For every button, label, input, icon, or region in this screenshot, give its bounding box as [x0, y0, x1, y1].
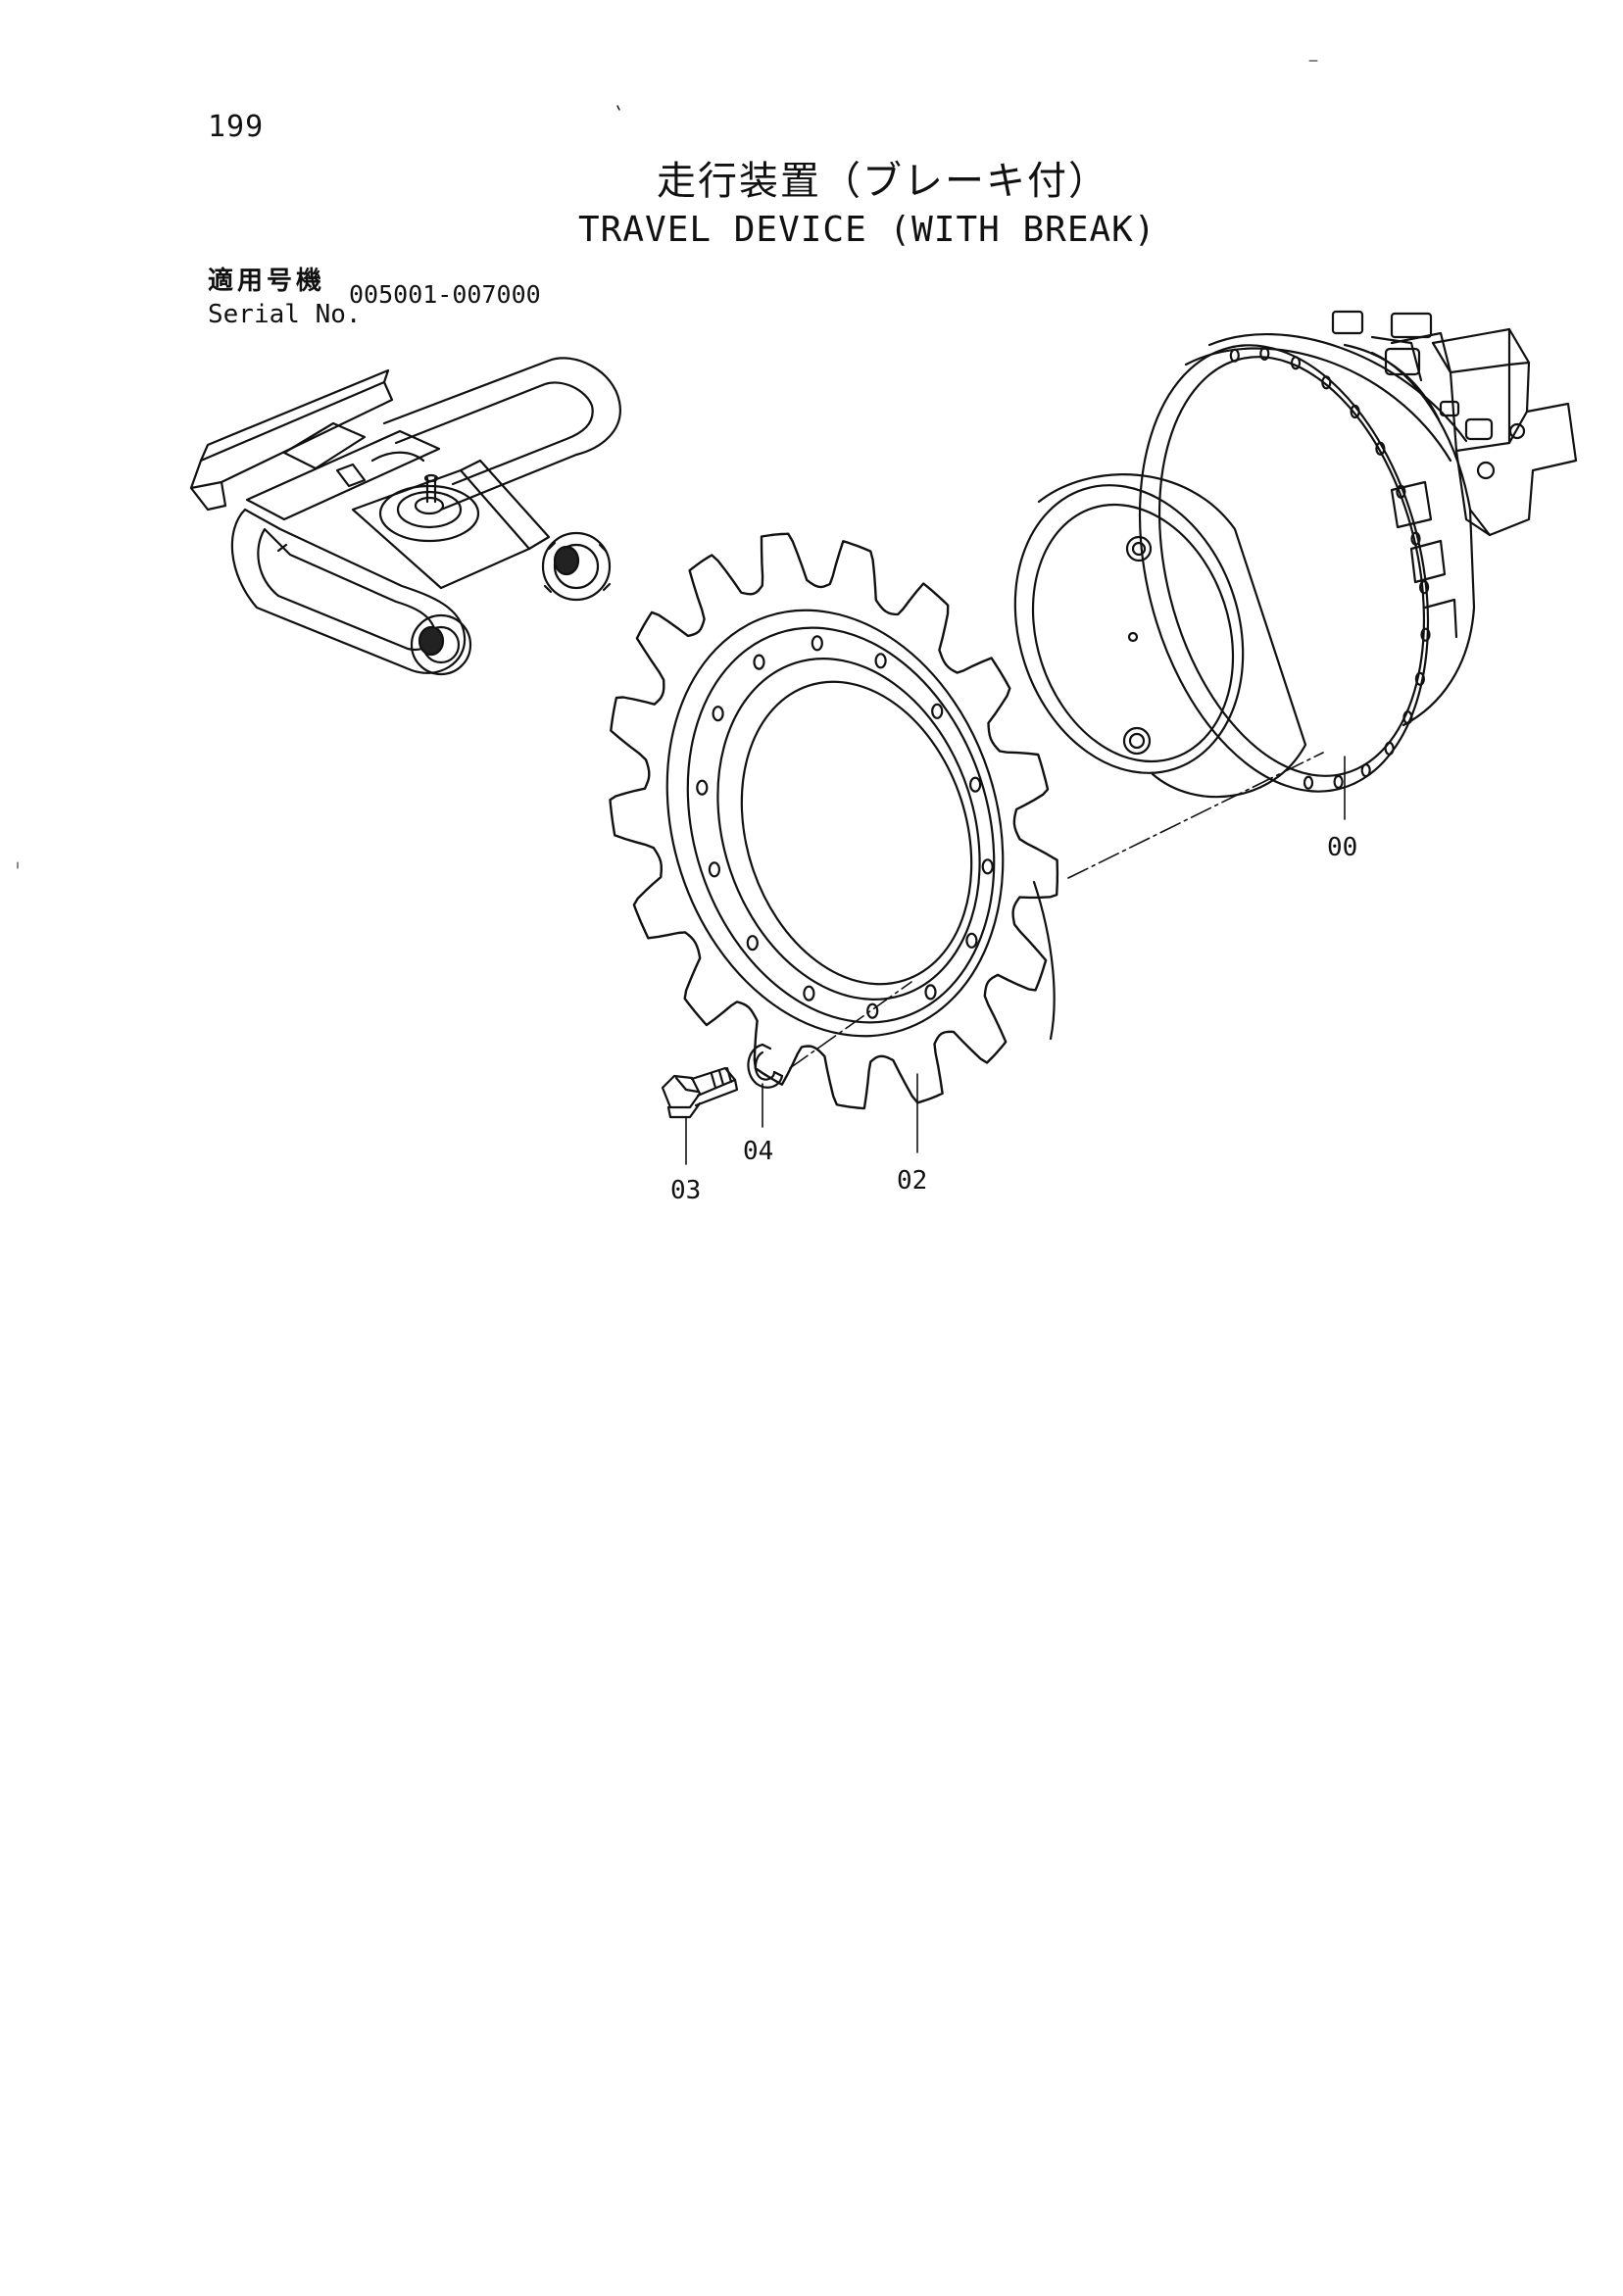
page-number: 199 [208, 110, 265, 144]
sprocket-drawing [611, 534, 1057, 1108]
sprocket-bolt-hole [966, 934, 976, 948]
motor-flange-bolt-hole [1260, 348, 1268, 360]
page-title-english: TRAVEL DEVICE (WITH BREAK) [578, 210, 1156, 250]
bolt-drawing [663, 1068, 737, 1117]
motor-flange-bolt-hole [1352, 406, 1359, 417]
motor-flange-bolt-hole [1397, 486, 1404, 498]
sprocket-bolt-hole [867, 1004, 877, 1018]
motor-flange-bolt-hole [1376, 443, 1384, 455]
sprocket-bolt-hole [804, 987, 813, 1001]
motor-flange-bolt-hole [1422, 629, 1430, 641]
sprocket-bolt-hole [876, 654, 886, 667]
motor-flange-bolt-hole [1420, 581, 1428, 593]
motor-flange-bolt-hole [1292, 357, 1300, 368]
sprocket-bolt-hole [713, 707, 723, 720]
serial-label-english: Serial No. [208, 300, 362, 329]
sprocket-bolt-hole [710, 862, 719, 876]
sprocket-bolt-hole [755, 656, 764, 669]
motor-flange-bolt-hole [1412, 533, 1420, 545]
motor-flange-bolt-hole [1304, 777, 1312, 789]
page-title-japanese: 走行装置（ブレーキ付） [657, 159, 1109, 204]
motor-flange-bolt-hole [1362, 764, 1370, 776]
sprocket-bolt-hole [748, 936, 758, 950]
motor-flange-bolt-hole [1386, 743, 1394, 755]
serial-number-range: 005001-007000 [349, 280, 541, 309]
sprocket-bolt-hole [926, 985, 936, 999]
callout-leader-lines [686, 753, 1345, 1164]
callout-label-bolt: 03 [670, 1176, 702, 1205]
motor-flange-bolt-hole [1322, 376, 1330, 388]
callout-label-travel-motor: 00 [1327, 833, 1358, 862]
callout-label-sprocket: 02 [897, 1166, 928, 1196]
travel-motor-drawing [979, 312, 1576, 822]
sprocket-bolt-hole [697, 781, 707, 795]
lock-washer-drawing [748, 1045, 782, 1088]
callout-label-washer: 04 [743, 1137, 774, 1166]
motor-flange-bolt-hole [1231, 350, 1239, 362]
serial-label-japanese: 適用号機 [208, 267, 326, 296]
undercarriage-locator-illustration [191, 358, 620, 674]
sprocket-bolt-hole [983, 859, 993, 873]
motor-flange-bolt-hole [1335, 776, 1343, 788]
sprocket-bolt-hole [812, 636, 822, 650]
sprocket-bolt-hole [970, 778, 980, 792]
sprocket-bolt-hole [932, 705, 942, 718]
motor-flange-bolt-hole [1416, 673, 1424, 685]
